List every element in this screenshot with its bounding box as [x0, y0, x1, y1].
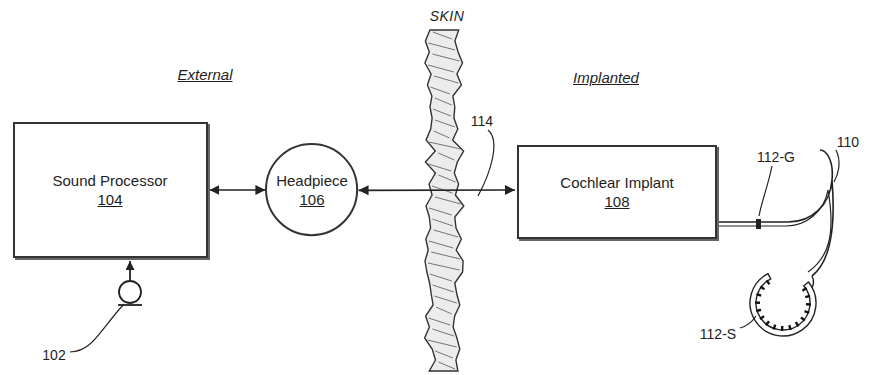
stimulating-electrode — [774, 325, 776, 330]
skin-texture — [432, 54, 459, 61]
process-box: Cochlear Implant108 — [517, 145, 717, 239]
node-name: Sound Processor — [52, 171, 167, 190]
leader-line — [834, 150, 839, 182]
stimulating-electrode — [781, 326, 784, 331]
skin-texture — [434, 296, 457, 303]
stimulating-electrode — [802, 288, 806, 291]
part-name: SKIN — [430, 8, 465, 24]
skin-texture — [428, 263, 460, 270]
skin-texture — [434, 230, 459, 237]
skin-texture — [432, 219, 453, 226]
skin-texture — [428, 164, 451, 171]
microphone-arrow — [129, 261, 131, 281]
stimulating-electrode — [805, 296, 810, 297]
skin-texture — [429, 208, 452, 215]
skin-texture — [429, 241, 453, 248]
callout-number: 112-G — [757, 149, 795, 165]
electrode-lead — [717, 150, 833, 276]
skin-texture — [434, 131, 450, 138]
leader-line — [740, 316, 756, 328]
stimulating-electrode — [760, 286, 764, 289]
headpiece-circle: Headpiece106 — [265, 143, 358, 236]
region-heading: Implanted — [573, 70, 639, 86]
stimulating-electrode — [766, 321, 769, 325]
stimulating-electrode — [760, 316, 764, 319]
callout-number: 112-S — [700, 326, 736, 342]
stimulating-electrode — [801, 317, 805, 320]
skin-texture — [435, 197, 461, 204]
skin-texture — [428, 65, 454, 72]
callout-number: 110 — [837, 134, 859, 150]
leader-line — [70, 304, 124, 352]
skin-texture — [435, 120, 455, 127]
reference-number: 106 — [299, 190, 324, 209]
skin-texture — [432, 329, 454, 336]
node-name: Headpiece — [276, 171, 348, 190]
node-name: Cochlear Implant — [560, 173, 673, 192]
connector-arrow — [210, 189, 266, 191]
leader-line — [759, 166, 772, 216]
process-box: Sound Processor104 — [13, 122, 208, 258]
electrode-lead — [717, 190, 831, 272]
skin-texture — [433, 285, 454, 292]
skin-texture — [438, 153, 454, 160]
skin-texture — [430, 274, 452, 281]
stimulating-electrode — [796, 322, 799, 326]
skin-texture — [436, 307, 452, 314]
electrode-array-body — [750, 274, 816, 336]
electrode-array — [750, 274, 816, 336]
reference-number: 108 — [604, 192, 629, 211]
connector-arrow — [359, 189, 515, 191]
microphone-base — [118, 304, 142, 306]
skin-texture — [438, 362, 454, 369]
stimulating-electrode — [756, 294, 761, 296]
skin-texture — [435, 98, 452, 105]
skin-texture — [433, 32, 452, 39]
callout-number: 102 — [42, 347, 65, 363]
stimulating-electrode — [756, 310, 761, 311]
skin-texture — [435, 351, 453, 358]
skin-texture — [431, 252, 460, 259]
skin-texture — [429, 318, 450, 325]
skin-outline — [425, 30, 464, 371]
skin-texture — [428, 43, 455, 50]
skin-texture — [428, 340, 457, 347]
callout-number: 114 — [471, 113, 493, 129]
skin-texture — [438, 175, 455, 182]
skin-layer — [425, 30, 464, 371]
region-heading: External — [177, 67, 232, 83]
electrode-array-body — [812, 276, 814, 288]
stimulating-electrode — [804, 311, 809, 313]
skin-texture — [430, 87, 450, 94]
stimulating-electrode — [755, 301, 760, 303]
leader-line — [478, 130, 494, 196]
ground-electrode — [756, 219, 761, 229]
skin-texture — [433, 109, 451, 116]
circle-outline — [265, 143, 358, 236]
reference-number: 104 — [97, 190, 122, 209]
skin-texture — [429, 142, 461, 149]
microphone-symbol — [119, 281, 141, 303]
stimulating-electrode — [806, 303, 811, 306]
skin-texture — [434, 76, 458, 83]
stimulating-electrode — [767, 280, 770, 284]
stimulating-electrode — [789, 325, 790, 330]
